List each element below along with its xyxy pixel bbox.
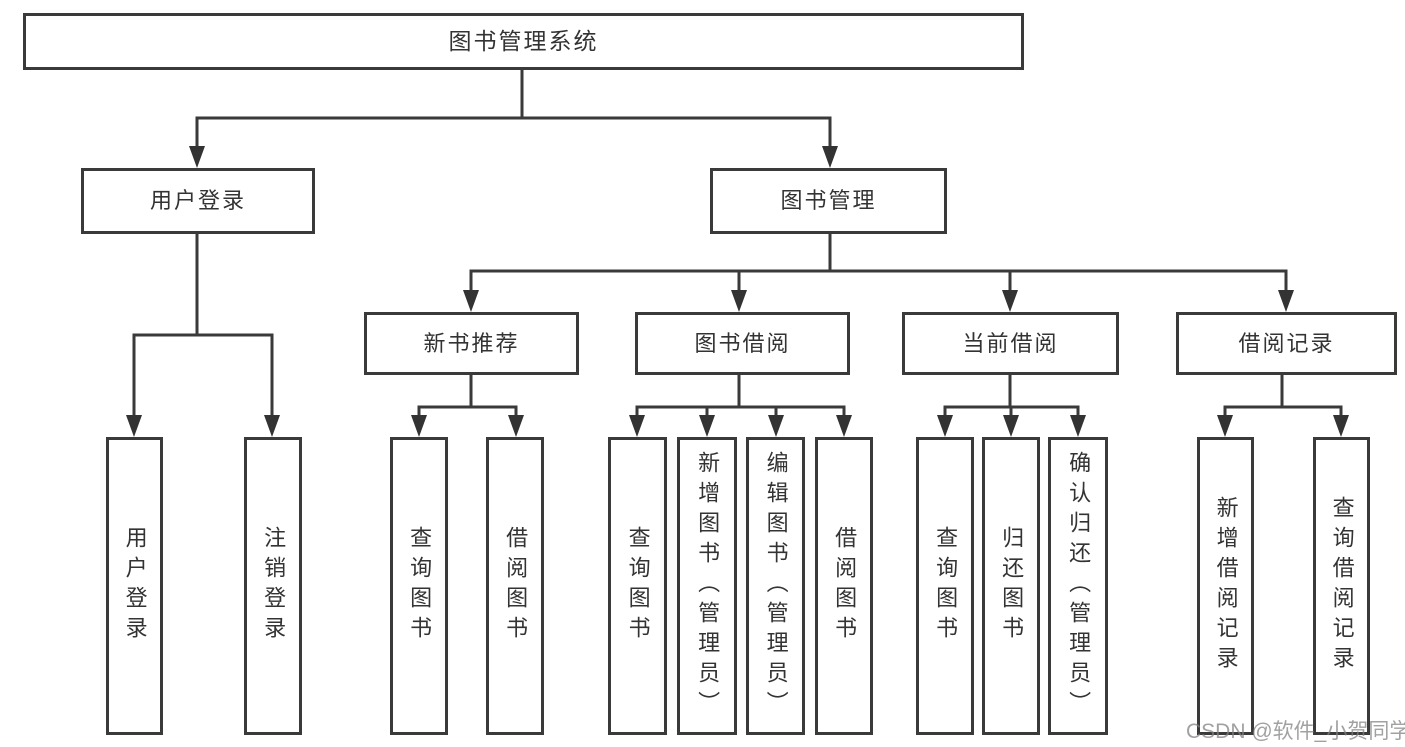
node-label: 用户登录 — [149, 188, 246, 213]
node-label: 用户登录 — [122, 526, 148, 646]
node-book-management: 图书管理 — [710, 168, 947, 234]
node-label: 图书管理 — [780, 188, 877, 213]
leaf-return-book: 归还图书 — [982, 437, 1040, 735]
node-label: 当前借阅 — [962, 330, 1059, 356]
node-label: 借阅记录 — [1238, 330, 1335, 356]
node-label: 编辑图书（管理员） — [763, 451, 789, 721]
leaf-query-books-recommend: 查询图书 — [390, 437, 448, 735]
leaf-logout: 注销登录 — [244, 437, 302, 735]
arrowheads — [126, 146, 1349, 437]
node-label: 新增借阅记录 — [1213, 496, 1239, 676]
node-borrow-records: 借阅记录 — [1176, 312, 1397, 375]
node-label: 查询图书 — [407, 526, 433, 646]
node-label: 图书借阅 — [694, 330, 791, 356]
node-new-book-recommend: 新书推荐 — [364, 312, 579, 375]
leaf-edit-book-admin: 编辑图书（管理员） — [746, 437, 805, 735]
node-label: 新增图书（管理员） — [695, 451, 721, 721]
node-label: 确认归还（管理员） — [1066, 451, 1092, 721]
node-label: 查询图书 — [933, 526, 959, 646]
leaf-add-book-admin: 新增图书（管理员） — [677, 437, 737, 735]
node-label: 借阅图书 — [832, 526, 858, 646]
leaf-query-books-current: 查询图书 — [916, 437, 974, 735]
node-label: 查询借阅记录 — [1329, 496, 1355, 676]
node-current-borrowing: 当前借阅 — [902, 312, 1119, 375]
leaf-borrow-books-borrowing: 借阅图书 — [815, 437, 873, 735]
leaf-confirm-return-admin: 确认归还（管理员） — [1048, 437, 1108, 735]
tree-edges — [132, 68, 1343, 419]
node-user-login: 用户登录 — [81, 168, 315, 234]
node-label: 归还图书 — [999, 526, 1025, 646]
node-label: 注销登录 — [261, 526, 287, 646]
leaf-user-login: 用户登录 — [106, 437, 163, 735]
node-label: 图书管理系统 — [448, 28, 599, 54]
node-label: 查询图书 — [625, 526, 651, 646]
node-book-borrowing: 图书借阅 — [635, 312, 850, 375]
leaf-query-books-borrowing: 查询图书 — [608, 437, 667, 735]
node-label: 借阅图书 — [503, 526, 529, 646]
leaf-borrow-books-recommend: 借阅图书 — [486, 437, 544, 735]
leaf-add-borrow-record: 新增借阅记录 — [1197, 437, 1254, 735]
leaf-query-borrow-record: 查询借阅记录 — [1313, 437, 1370, 735]
node-label: 新书推荐 — [423, 330, 520, 356]
node-library-management-system: 图书管理系统 — [23, 13, 1024, 70]
